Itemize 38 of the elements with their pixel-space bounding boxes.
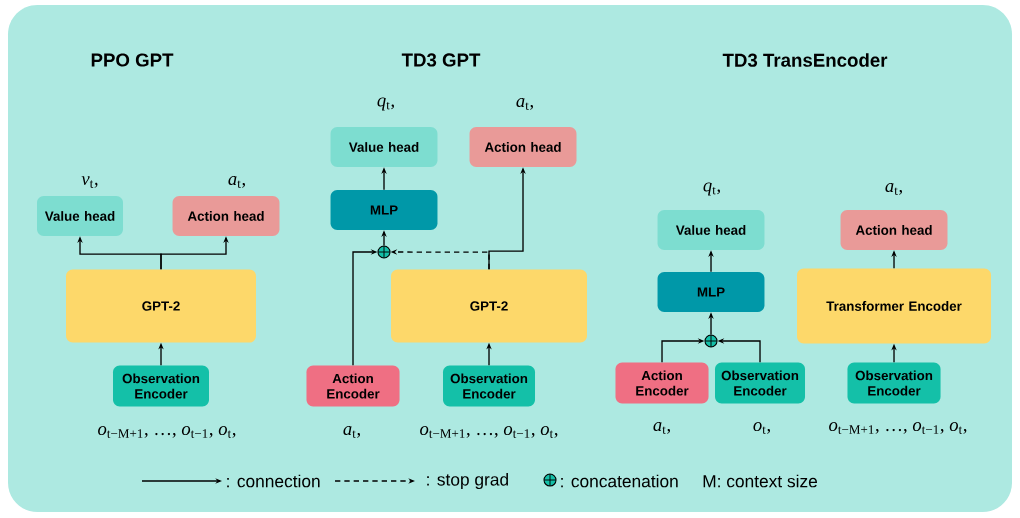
encoder-box: Action Encoder bbox=[615, 362, 709, 404]
gpt-block: GPT-2 bbox=[66, 269, 256, 343]
math-label: a$_{t}$, bbox=[516, 98, 533, 110]
math-label: q$_{t}$, bbox=[703, 182, 720, 196]
panel-title: TD3 TransEncoder bbox=[722, 53, 888, 67]
legend-text: M: context size bbox=[703, 474, 817, 488]
mlp-box: MLP bbox=[330, 190, 438, 230]
math-label: a$_{t}$, bbox=[228, 176, 245, 188]
value-head-box: Value head bbox=[657, 210, 765, 250]
legend-text: : concatenation bbox=[561, 474, 678, 488]
legend-text: : connection bbox=[227, 474, 320, 488]
encoder-box: Observation Encoder bbox=[847, 362, 941, 404]
encoder-box: Observation Encoder bbox=[113, 365, 209, 407]
action-head-box: Action head bbox=[840, 210, 948, 250]
math-label: o$_{t−M+1}$, …, o$_{t−1}$, o$_{t}$, bbox=[98, 426, 236, 438]
action-head-box: Action head bbox=[172, 196, 280, 236]
panel-title: PPO GPT bbox=[91, 53, 174, 67]
math-label: o$_{t−M+1}$, …, o$_{t−1}$, o$_{t}$, bbox=[420, 426, 558, 438]
concatenation-circle bbox=[704, 334, 718, 348]
action-head-box: Action head bbox=[469, 127, 577, 167]
math-label: a$_{t}$, bbox=[653, 422, 670, 434]
value-head-box: Value head bbox=[37, 196, 123, 236]
encoder-box: Observation Encoder bbox=[443, 365, 535, 407]
mlp-box: MLP bbox=[657, 272, 765, 312]
math-label: q$_{t}$, bbox=[377, 97, 394, 111]
math-label: a$_{t}$, bbox=[343, 426, 360, 438]
transformer-block: Transformer Encoder bbox=[797, 268, 991, 344]
panel-title: TD3 GPT bbox=[401, 53, 481, 67]
value-head-box: Value head bbox=[330, 127, 438, 167]
encoder-box: Action Encoder bbox=[306, 365, 400, 407]
encoder-box: Observation Encoder bbox=[715, 362, 805, 404]
math-label: v$_{t}$, bbox=[81, 176, 98, 188]
math-label: o$_{t}$, bbox=[753, 422, 770, 434]
concatenation-circle bbox=[377, 245, 391, 259]
legend-text: : stop grad bbox=[427, 472, 508, 490]
gpt-block: GPT-2 bbox=[391, 269, 587, 343]
math-label: o$_{t−M+1}$, …, o$_{t−1}$, o$_{t}$, bbox=[829, 422, 967, 434]
math-label: a$_{t}$, bbox=[885, 183, 902, 195]
